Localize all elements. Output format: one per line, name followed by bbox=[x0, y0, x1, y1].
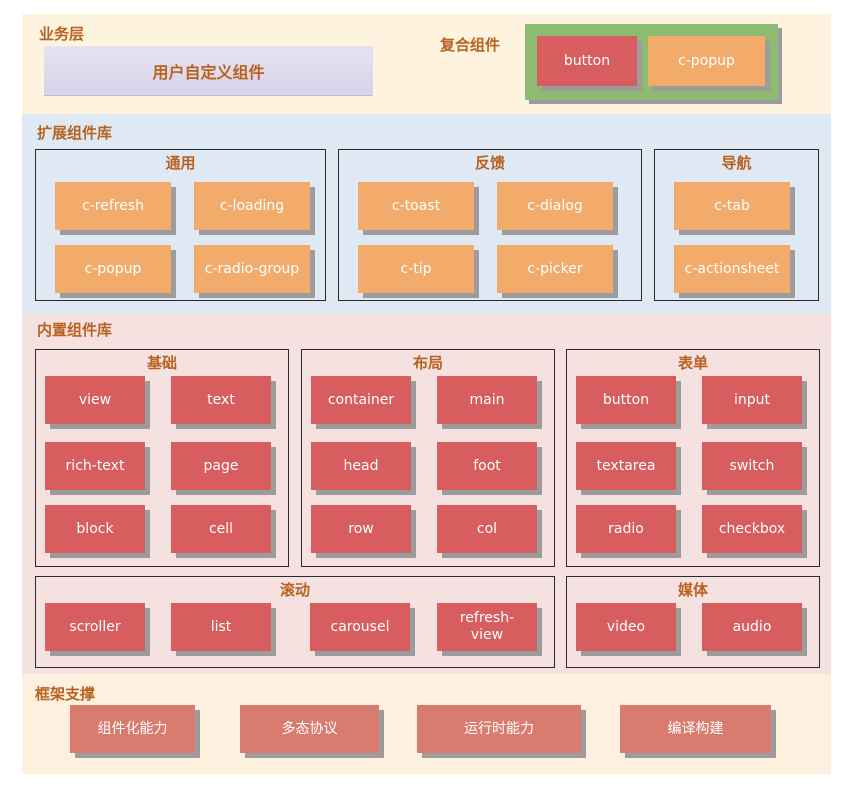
component-item: c-picker bbox=[497, 245, 613, 293]
framework-layer-title: 框架支撑 bbox=[35, 685, 96, 703]
component-item: checkbox bbox=[702, 505, 802, 553]
component-item: block bbox=[45, 505, 145, 553]
component-item: textarea bbox=[576, 442, 676, 490]
group-title: 导航 bbox=[721, 154, 752, 172]
component-item: audio bbox=[702, 603, 802, 651]
component-item: main bbox=[437, 376, 537, 424]
group-feedback: 反馈 c-toast c-dialog c-tip c-picker bbox=[338, 149, 642, 301]
business-layer: 业务层 用户自定义组件 复合组件 button c-popup bbox=[22, 14, 831, 114]
component-item: scroller bbox=[45, 603, 145, 651]
component-item: row bbox=[311, 505, 411, 553]
group-title: 通用 bbox=[165, 154, 196, 172]
component-item: head bbox=[311, 442, 411, 490]
builtin-layer: 内置组件库 基础 view text rich-text page block … bbox=[22, 314, 831, 674]
component-item: foot bbox=[437, 442, 537, 490]
component-item: c-dialog bbox=[497, 182, 613, 230]
group-media: 媒体 video audio bbox=[566, 576, 820, 668]
component-item: c-tab bbox=[674, 182, 790, 230]
component-item: page bbox=[171, 442, 271, 490]
framework-item: 运行时能力 bbox=[417, 705, 581, 753]
framework-layer: 框架支撑 组件化能力 多态协议 运行时能力 编译构建 bbox=[22, 674, 831, 774]
group-title: 媒体 bbox=[677, 581, 708, 599]
component-item: c-refresh bbox=[55, 182, 171, 230]
component-item: view bbox=[45, 376, 145, 424]
component-item: list bbox=[171, 603, 271, 651]
custom-component-box: 用户自定义组件 bbox=[44, 46, 373, 96]
component-item: col bbox=[437, 505, 537, 553]
composite-item: c-popup bbox=[648, 36, 765, 86]
component-item: c-radio-group bbox=[194, 245, 310, 293]
group-title: 布局 bbox=[412, 354, 443, 372]
group-navigation: 导航 c-tab c-actionsheet bbox=[654, 149, 819, 301]
component-item: rich-text bbox=[45, 442, 145, 490]
group-layout: 布局 container main head foot row col bbox=[301, 349, 555, 567]
group-scroll: 滚动 scroller list carousel refresh- view bbox=[35, 576, 555, 668]
component-item: c-tip bbox=[358, 245, 474, 293]
framework-item: 多态协议 bbox=[240, 705, 379, 753]
component-item: switch bbox=[702, 442, 802, 490]
group-basic: 基础 view text rich-text page block cell bbox=[35, 349, 289, 567]
component-item: c-popup bbox=[55, 245, 171, 293]
extended-layer-title: 扩展组件库 bbox=[37, 124, 113, 142]
component-item: carousel bbox=[310, 603, 410, 651]
builtin-layer-title: 内置组件库 bbox=[37, 321, 113, 339]
framework-item: 组件化能力 bbox=[70, 705, 195, 753]
framework-item: 编译构建 bbox=[620, 705, 771, 753]
group-title: 基础 bbox=[146, 354, 177, 372]
component-item: radio bbox=[576, 505, 676, 553]
component-item: video bbox=[576, 603, 676, 651]
component-item: input bbox=[702, 376, 802, 424]
component-item: text bbox=[171, 376, 271, 424]
group-form: 表单 button input textarea switch radio ch… bbox=[566, 349, 820, 567]
composite-title: 复合组件 bbox=[440, 36, 501, 54]
component-item: refresh- view bbox=[437, 603, 537, 651]
custom-component-label: 用户自定义组件 bbox=[152, 62, 265, 82]
group-title: 滚动 bbox=[279, 581, 310, 599]
component-item: c-loading bbox=[194, 182, 310, 230]
group-general: 通用 c-refresh c-loading c-popup c-radio-g… bbox=[35, 149, 326, 301]
composite-item: button bbox=[537, 36, 637, 86]
component-item: container bbox=[311, 376, 411, 424]
extended-layer: 扩展组件库 通用 c-refresh c-loading c-popup c-r… bbox=[22, 114, 831, 314]
component-item: button bbox=[576, 376, 676, 424]
component-item: c-actionsheet bbox=[674, 245, 790, 293]
component-item: c-toast bbox=[358, 182, 474, 230]
business-layer-title: 业务层 bbox=[39, 25, 85, 43]
group-title: 表单 bbox=[677, 354, 708, 372]
component-item: cell bbox=[171, 505, 271, 553]
group-title: 反馈 bbox=[474, 154, 505, 172]
